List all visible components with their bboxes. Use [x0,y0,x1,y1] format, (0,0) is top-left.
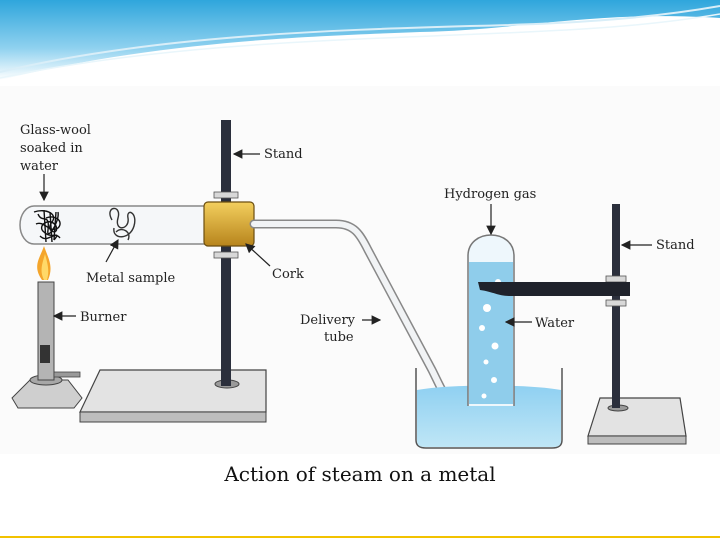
label-burner: Burner [80,310,127,325]
label-glass-wool-line1: Glass-wool [20,123,91,138]
label-hydrogen-gas: Hydrogen gas [444,187,536,202]
header-wave-decoration [0,0,720,80]
label-cork: Cork [272,267,304,282]
label-glass-wool-line3: water [20,159,59,174]
diagram-caption: Action of steam on a metal [224,462,496,486]
label-delivery-line1: Delivery [300,313,356,328]
glass-wool [33,209,61,243]
label-stand-left: Stand [264,147,303,162]
left-stand [79,120,267,423]
label-arrows [39,149,652,327]
label-delivery-line2: tube [324,330,354,345]
water-trough [415,368,563,449]
boiling-tube [19,205,206,245]
label-stand-right: Stand [656,238,695,253]
bunsen-burner [11,281,83,409]
label-glass-wool-line2: soaked in [20,141,83,156]
label-metal-sample: Metal sample [86,271,175,286]
gas-jar [467,234,515,406]
metal-sample [109,207,136,241]
cork [203,201,255,247]
burner-flame-core [41,254,49,280]
right-stand [478,204,687,445]
label-water: Water [535,316,575,331]
